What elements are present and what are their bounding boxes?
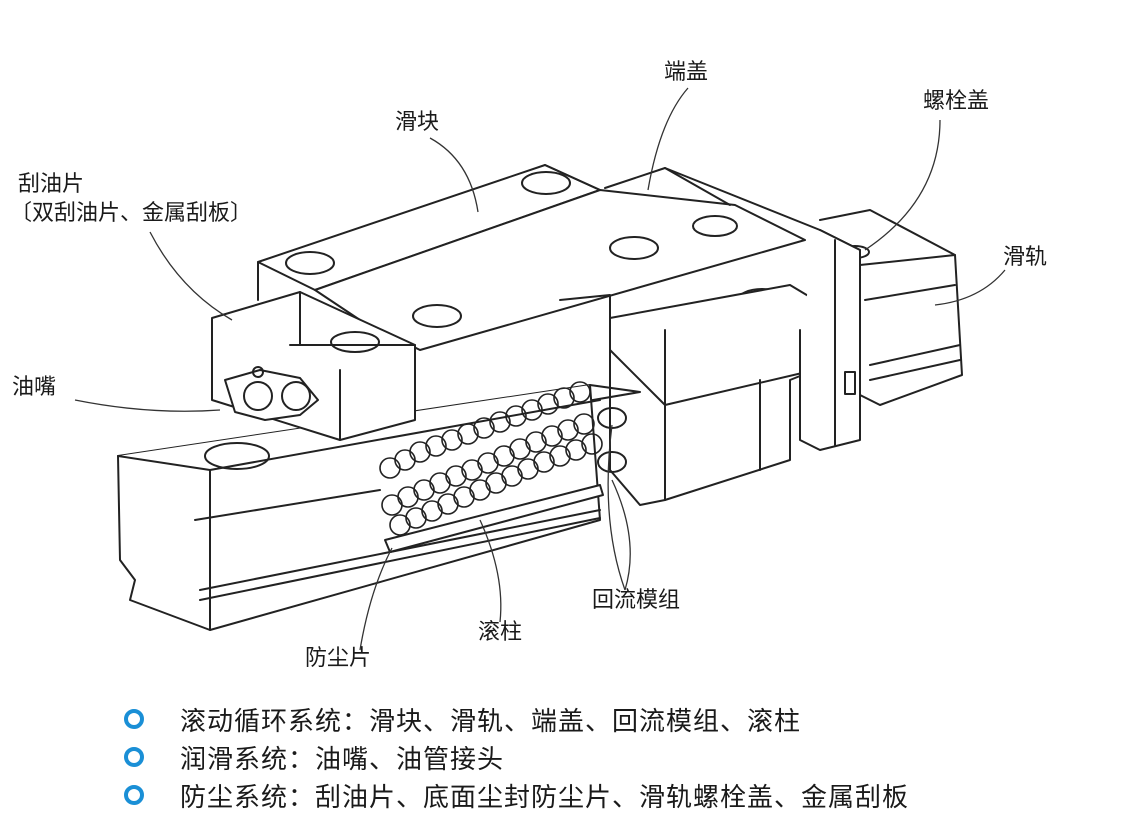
label-recirculation: 回流模组	[592, 588, 681, 613]
label-rail: 滑轨	[1003, 245, 1048, 270]
circle-bullet-icon	[124, 709, 144, 729]
leader-lines	[74, 87, 1006, 651]
label-roller: 滚柱	[478, 620, 523, 645]
legend-item: 滚动循环系统：滑块、滑轨、端盖、回流模组、滚柱	[124, 700, 909, 738]
legend-text: 滚动循环系统：滑块、滑轨、端盖、回流模组、滚柱	[180, 706, 802, 737]
circle-bullet-icon	[124, 747, 144, 767]
label-grease-nipple: 油嘴	[12, 375, 57, 400]
recirculation-module	[597, 407, 627, 473]
grease-nipple	[224, 366, 319, 421]
dust-strip	[384, 484, 604, 553]
label-wiper: 刮油片	[18, 172, 85, 197]
legend-text: 润滑系统：油嘴、油管接头	[180, 744, 505, 775]
end-cap	[799, 229, 861, 451]
label-slider: 滑块	[395, 110, 440, 135]
label-dust-plate: 防尘片	[305, 646, 372, 671]
label-bolt-cap: 螺栓盖	[923, 89, 990, 114]
legend-item: 防尘系统：刮油片、底面尘封防尘片、滑轨螺栓盖、金属刮板	[124, 776, 909, 814]
rollers	[379, 381, 603, 536]
label-end-cap: 端盖	[664, 60, 709, 85]
circle-bullet-icon	[124, 785, 144, 805]
legend-item: 润滑系统：油嘴、油管接头	[124, 738, 909, 776]
rail-bolt-hole	[204, 442, 270, 470]
label-wiper-detail: 〔双刮油片、金属刮板〕	[10, 201, 253, 226]
legend-text: 防尘系统：刮油片、底面尘封防尘片、滑轨螺栓盖、金属刮板	[180, 782, 910, 813]
legend: 滚动循环系统：滑块、滑轨、端盖、回流模组、滚柱 润滑系统：油嘴、油管接头 防尘系…	[124, 700, 909, 814]
